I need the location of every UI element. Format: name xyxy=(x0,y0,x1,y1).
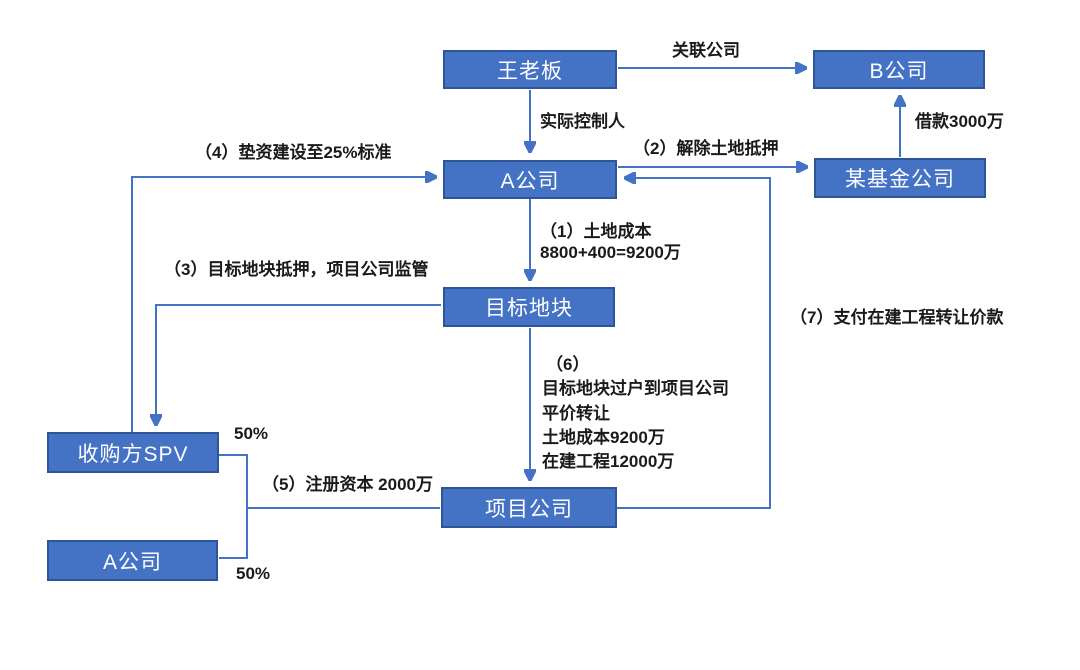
label-step6-line0: （6） xyxy=(546,355,590,374)
label-affiliate-company: 关联公司 xyxy=(672,41,740,60)
edge-step7-payment xyxy=(617,178,771,509)
label-step5-registered-capital: （5）注册资本 2000万 xyxy=(262,475,433,494)
node-fund-company: 某基金公司 xyxy=(814,158,986,198)
node-project-company: 项目公司 xyxy=(441,487,617,528)
label-step6-line3: 土地成本9200万 xyxy=(542,427,665,447)
node-company-b: B公司 xyxy=(813,50,985,89)
label-equity-bottom: 50% xyxy=(236,564,271,583)
label-actual-controller: 实际控制人 xyxy=(540,112,625,131)
node-company-a-bottom: A公司 xyxy=(47,540,218,581)
label-step2-release-mortgage: （2）解除土地抵押 xyxy=(633,139,779,158)
label-equity-top: 50% xyxy=(234,424,269,443)
label-step6-line1: 目标地块过户到项目公司 xyxy=(542,379,729,399)
label-step4-advance-construction: （4）垫资建设至25%标准 xyxy=(195,143,392,162)
label-step6-line4: 在建工程12000万 xyxy=(542,452,675,471)
node-wang-boss: 王老板 xyxy=(443,50,617,89)
label-step3-mortgage-supervision: （3）目标地块抵押，项目公司监管 xyxy=(164,260,429,279)
edge-step3-mortgage-supervision xyxy=(156,304,441,425)
node-company-a: A公司 xyxy=(443,160,617,199)
edge-step4-advance-construction xyxy=(131,177,436,432)
label-step6-transfer: （6） 目标地块过户到项目公司 平价转让 土地成本9200万 在建工程12000… xyxy=(542,354,729,475)
label-step7-payment: （7）支付在建工程转让价款 xyxy=(790,308,1004,327)
node-target-land: 目标地块 xyxy=(443,287,615,327)
label-step1-land-cost: （1）土地成本 8800+400=9200万 xyxy=(540,221,681,264)
label-step1-line1: （1）土地成本 xyxy=(540,222,652,241)
label-step1-line2: 8800+400=9200万 xyxy=(540,243,681,263)
label-loan-3000: 借款3000万 xyxy=(915,112,1004,131)
node-acquirer-spv: 收购方SPV xyxy=(47,432,219,473)
label-step6-line2: 平价转让 xyxy=(542,403,610,423)
edge-step5-bracket xyxy=(219,454,248,559)
